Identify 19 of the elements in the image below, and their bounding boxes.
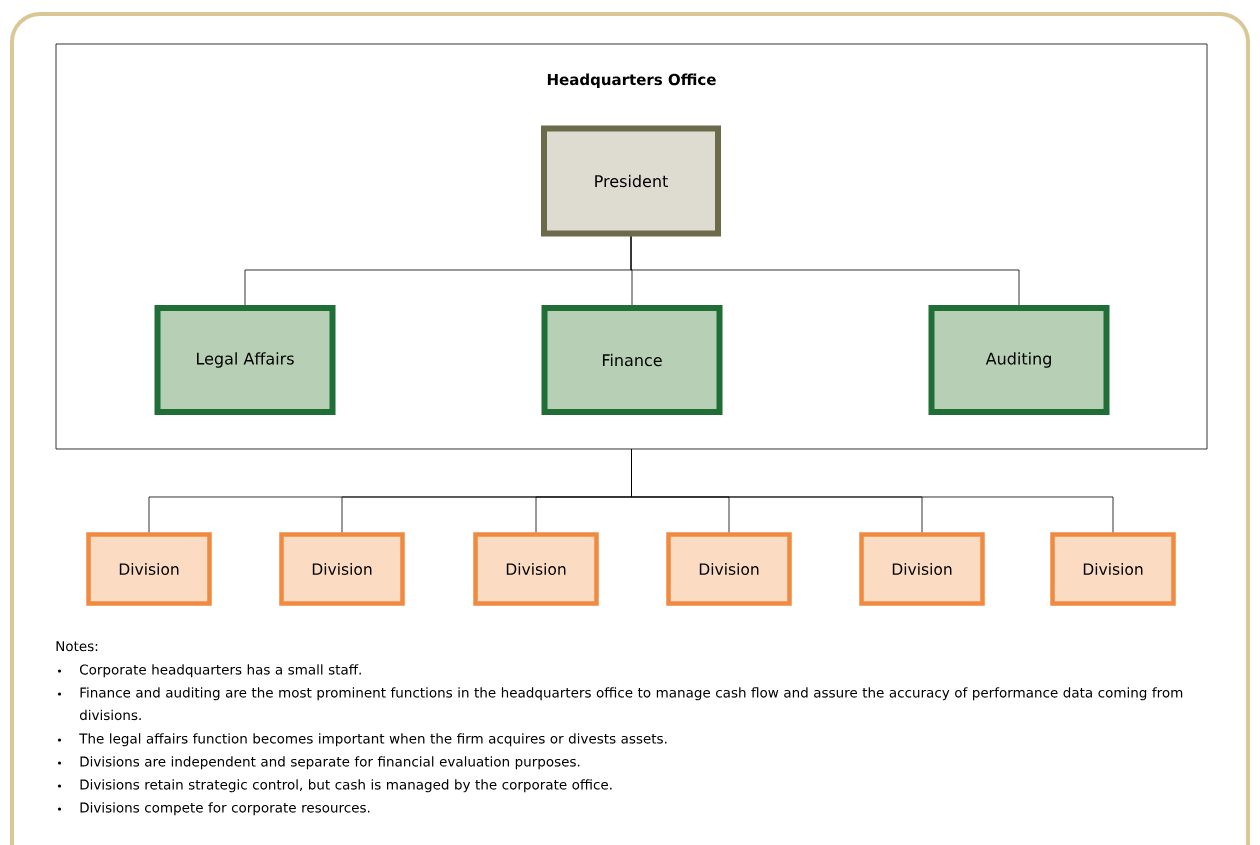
note-text: Divisions compete for corporate resources. [80, 802, 370, 816]
org-box: Division [279, 532, 405, 606]
org-box: Division [473, 532, 599, 606]
org-box: Finance [541, 305, 723, 415]
note-text: Corporate headquarters has a small staff. [79, 664, 361, 678]
org-box: Division [859, 532, 985, 606]
org-box: Legal Affairs [154, 305, 336, 415]
org-box: Division [86, 532, 212, 606]
note-text: Divisions are independent and separate for financial evaluation purposes. [80, 756, 580, 770]
org-box: Division [1050, 532, 1176, 606]
org-box: Auditing [928, 305, 1110, 415]
notes-heading: Notes: [56, 641, 98, 652]
connector-line [631, 449, 1114, 533]
org-box: Division [666, 532, 792, 606]
note-text: Finance and auditing are the most prominent functions in the headquarters office to manage cash flow and assure the accuracy of performance data coming from divisions. [79, 687, 1183, 721]
note-text: Divisions retain strategic control, but cash is managed by the corporate office. [80, 779, 612, 793]
connector-line [630, 236, 1020, 306]
note-text: The legal affairs function becomes important when the firm acquires or divests assets. [79, 733, 667, 747]
org-box: President [541, 125, 721, 237]
